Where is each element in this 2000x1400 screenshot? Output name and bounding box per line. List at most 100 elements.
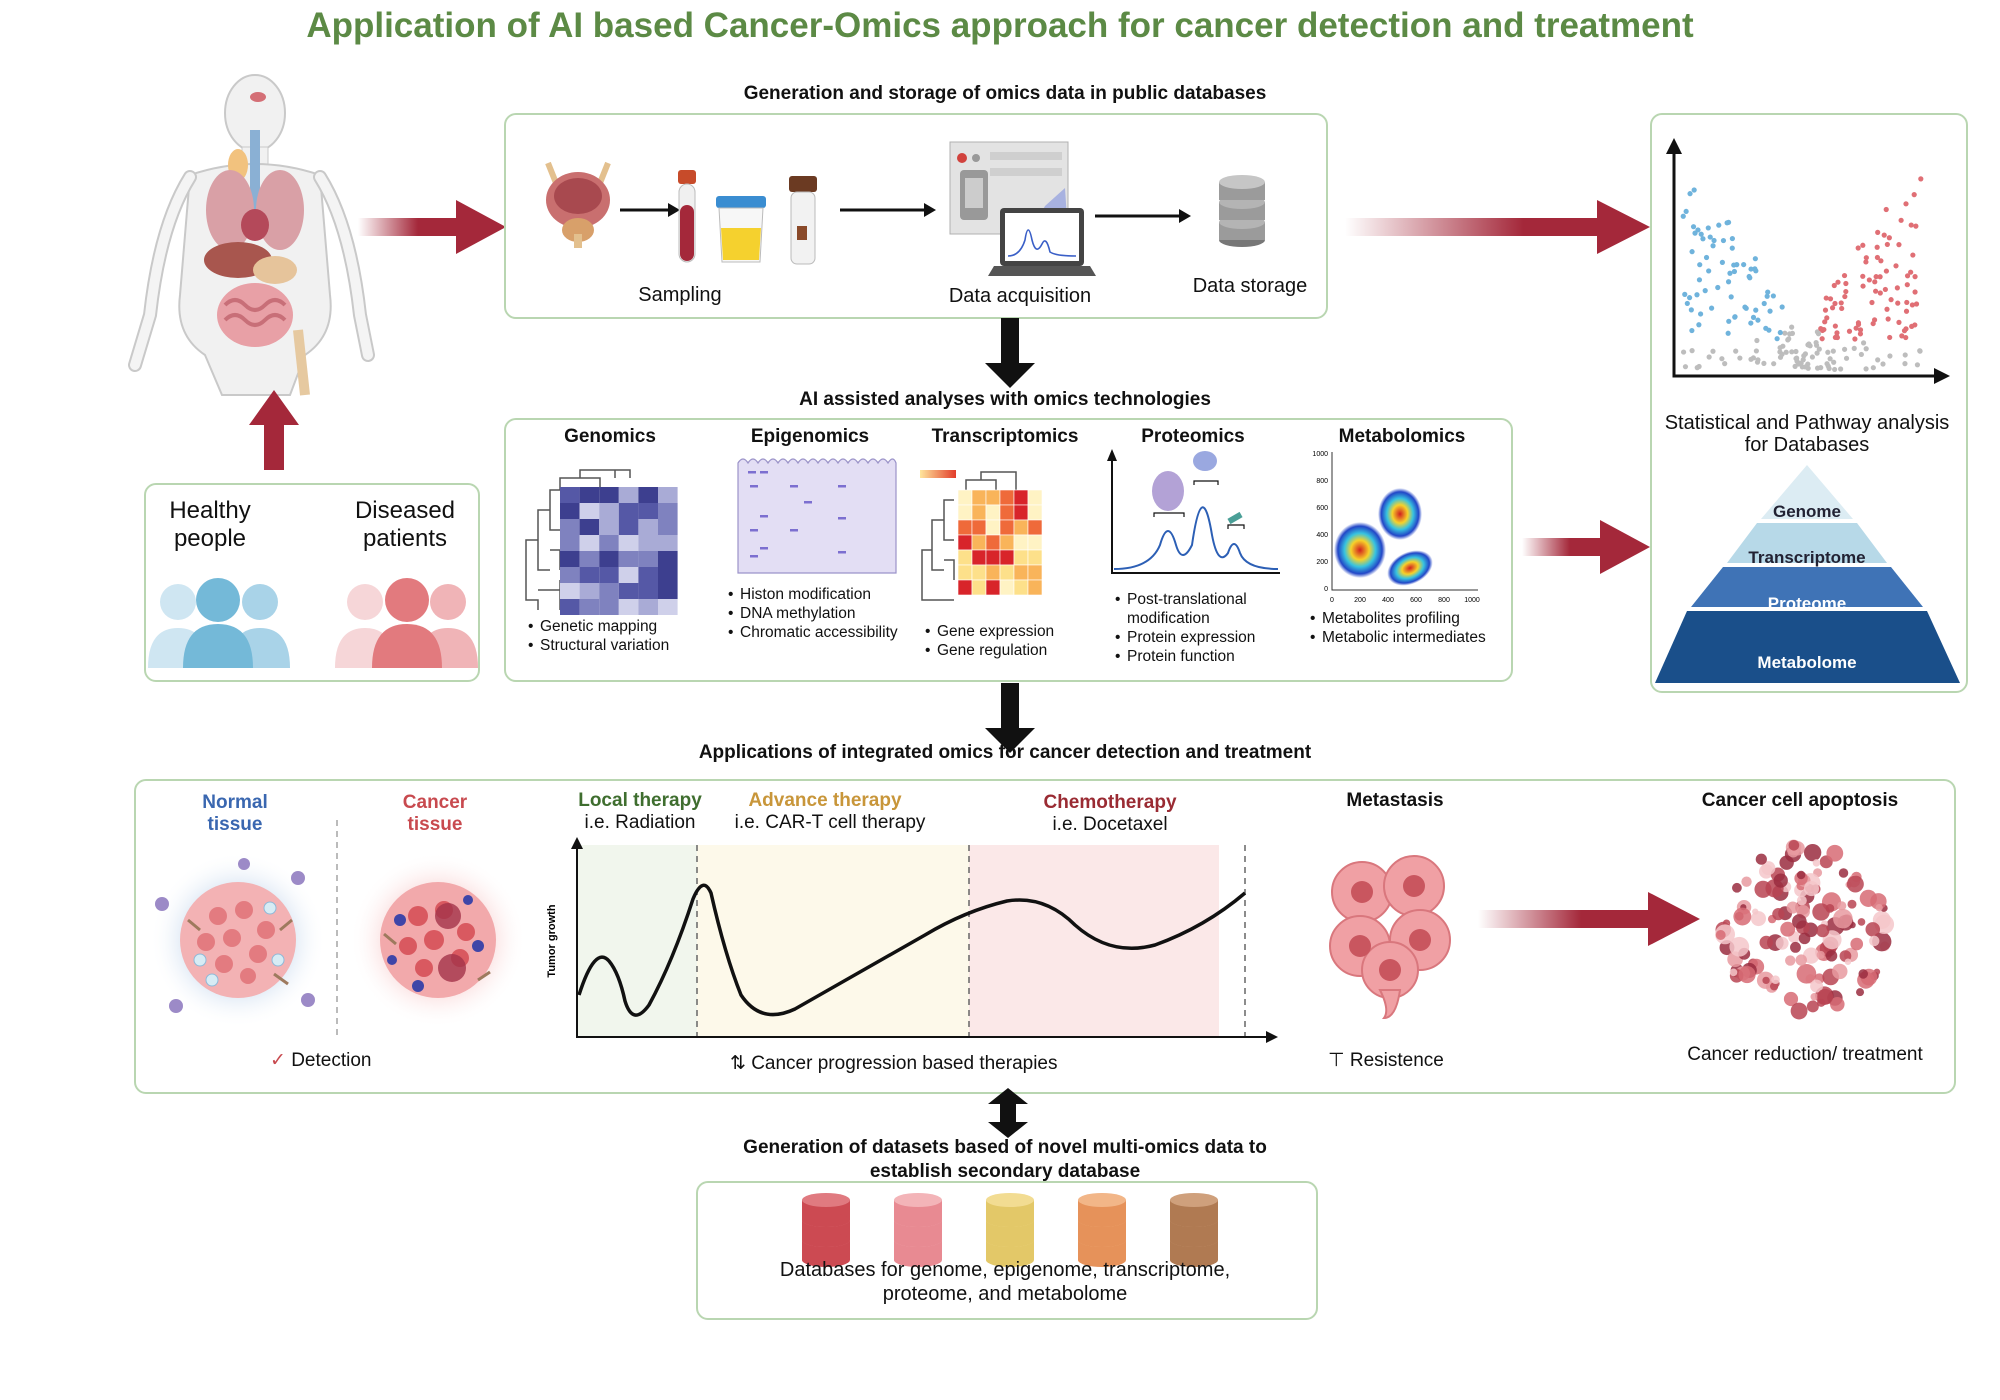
y-tick: 200 — [1316, 559, 1328, 566]
volcano-point — [1822, 307, 1829, 313]
arrow-right-small-1 — [620, 203, 680, 217]
diseased-patients-label: Diseased patients — [354, 497, 456, 552]
volcano-point — [1691, 187, 1697, 193]
volcano-point — [1888, 297, 1894, 303]
database-icons — [802, 1193, 1218, 1267]
heatmap-cell — [618, 599, 639, 615]
heatmap-cell — [638, 519, 658, 535]
heatmap-cell — [999, 504, 1015, 521]
heatmap-cell — [658, 519, 678, 535]
transcriptomics-dendrogram — [920, 470, 1017, 601]
metastasis-label: Metastasis — [1346, 790, 1444, 811]
volcano-point — [1873, 274, 1879, 280]
volcano-point — [1814, 365, 1821, 371]
volcano-point — [1881, 232, 1887, 238]
apoptotic-fragment — [1857, 918, 1866, 926]
volcano-point — [1707, 234, 1713, 240]
heatmap-cell — [985, 489, 1001, 506]
y-tick: 800 — [1316, 478, 1328, 485]
volcano-point — [1873, 288, 1879, 294]
volcano-point — [1908, 269, 1914, 275]
heatmap-cell — [1027, 504, 1043, 521]
x-tick: 400 — [1382, 597, 1394, 604]
heatmap-cell — [579, 487, 600, 503]
apoptotic-fragment — [1806, 1000, 1819, 1013]
heatmap-cell — [579, 519, 600, 535]
apoptotic-fragment — [1858, 969, 1869, 979]
volcano-point — [1825, 363, 1831, 369]
volcano-point — [1742, 304, 1748, 310]
apoptotic-fragment — [1732, 882, 1742, 893]
apoptotic-fragment — [1816, 924, 1830, 938]
apoptotic-fragment — [1741, 876, 1752, 887]
volcano-point — [1785, 337, 1791, 343]
heatmap-cell — [658, 583, 678, 599]
apoptotic-fragment — [1825, 950, 1838, 962]
resistance-label: ⊤ Resistence — [1328, 1049, 1498, 1072]
volcano-point — [1878, 258, 1884, 264]
apoptotic-fragment — [1796, 895, 1807, 906]
apoptotic-fragment — [1838, 868, 1849, 878]
apoptotic-fragment — [1792, 914, 1807, 929]
volcano-point — [1813, 339, 1819, 346]
volcano-point — [1719, 356, 1725, 362]
apoptotic-fragment — [1847, 899, 1857, 909]
volcano-point — [1793, 355, 1799, 362]
heatmap-cell — [971, 489, 987, 506]
database-icon — [1170, 1193, 1218, 1267]
volcano-point — [1763, 325, 1769, 331]
x-tick: 600 — [1410, 597, 1422, 604]
volcano-point — [1705, 225, 1711, 231]
volcano-point — [1814, 350, 1820, 356]
volcano-point — [1698, 311, 1704, 317]
urine-cup-icon — [716, 196, 766, 263]
apoptotic-fragment — [1869, 935, 1880, 947]
volcano-plot — [1666, 138, 1950, 384]
apoptotic-fragment — [1729, 936, 1750, 957]
epigenomics-gel — [737, 458, 897, 574]
volcano-point — [1883, 206, 1889, 213]
database-icon — [802, 1193, 850, 1267]
page-title: Application of AI based Cancer-Omics app… — [306, 6, 1694, 45]
heatmap-cell — [638, 535, 658, 551]
volcano-point — [1903, 334, 1909, 341]
heatmap-cell — [999, 519, 1015, 536]
volcano-point — [1909, 302, 1915, 308]
volcano-point — [1696, 277, 1703, 283]
double-arrow — [988, 1088, 1028, 1138]
volcano-point — [1706, 268, 1712, 274]
local-therapy-sub: i.e. Radiation — [584, 812, 696, 833]
volcano-point — [1880, 361, 1886, 367]
volcano-point — [1910, 252, 1916, 258]
human-body-illustration — [128, 74, 375, 396]
volcano-point — [1877, 290, 1883, 296]
apoptotic-fragment — [1830, 996, 1845, 1012]
datasets-label: Databases for genome, epigenome, transcr… — [779, 1259, 1231, 1305]
apoptotic-fragment — [1812, 859, 1821, 867]
volcano-point — [1886, 235, 1892, 241]
volcano-point — [1716, 222, 1722, 228]
volcano-point — [1753, 268, 1759, 274]
apoptotic-fragment — [1788, 839, 1800, 851]
heatmap-cell — [560, 599, 580, 615]
list-item: Chromatic accessibility — [728, 623, 918, 642]
apoptotic-fragment — [1790, 1002, 1808, 1020]
volcano-point — [1842, 293, 1848, 300]
apoptotic-fragment — [1729, 968, 1738, 977]
heatmap-cell — [658, 503, 678, 519]
omics-pyramid: Genome Transcriptome Proteome Metabolome — [1655, 465, 1960, 683]
therapy-chart: Tumor growth — [546, 837, 1278, 1043]
metabolomics-title: Metabolomics — [1338, 426, 1466, 447]
pyramid-metabolome: Metabolome — [1757, 653, 1856, 672]
sequencer-laptop-icon — [949, 141, 1096, 276]
apoptotic-fragment — [1779, 855, 1794, 870]
heatmap-cell — [579, 567, 600, 583]
chemotherapy-title: Chemotherapy — [1043, 792, 1177, 813]
resistance-text: Resistence — [1349, 1050, 1444, 1071]
heatmap-cell — [999, 489, 1015, 506]
volcano-point — [1689, 348, 1695, 354]
volcano-point — [1722, 361, 1728, 367]
heatmap-cell — [1027, 489, 1043, 506]
volcano-point — [1863, 259, 1869, 265]
volcano-point — [1903, 201, 1909, 207]
